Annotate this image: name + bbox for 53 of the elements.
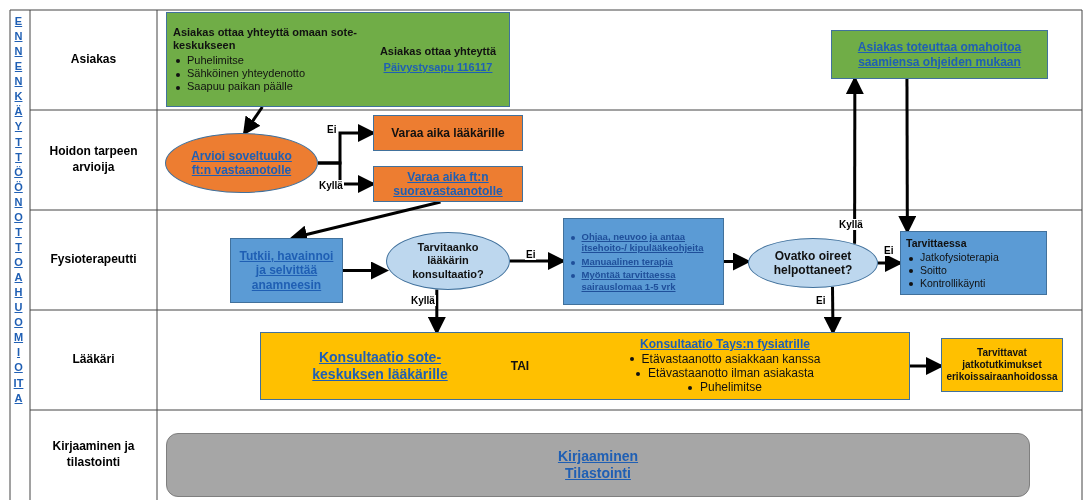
consultation-box: [260, 332, 910, 400]
referral-box: [941, 338, 1063, 392]
lane-heading: Kirjaaminen ja tilastointi: [51, 439, 136, 471]
box-heading: Asiakas ottaa yhteyttä omaan sote-keskukseen: [173, 25, 358, 52]
link-text: Tutkii, havainnoi ja selvittää anamneesin: [238, 248, 335, 293]
link-text: Arvioi soveltuuko ft:n vastaanotolle: [190, 148, 293, 178]
link-text: Asiakas toteuttaa omahoitoa saamiensa ohjeiden mukaan: [856, 40, 1023, 69]
booking-box: [373, 115, 523, 151]
bullet-item: Puhelimitse: [575, 380, 875, 395]
box-heading: Tarvittaessa: [906, 236, 968, 250]
arrow: [343, 261, 389, 280]
recording-box: [166, 433, 1030, 497]
box-heading: Tarvitaanko lääkärin konsultaatio?: [411, 241, 485, 281]
edge-label: Ei: [883, 245, 895, 256]
vertical-note: ENNEN KÄYTTÖÖNOTTOA HUOMIOITA: [13, 14, 24, 406]
bullet-item: Etävastaanotto asiakkaan kanssa: [575, 351, 875, 366]
edge-label: Ei: [815, 295, 827, 306]
lane-heading: Hoidon tarpeen arvioija: [48, 144, 139, 176]
edge-label: Kyllä: [410, 295, 436, 306]
booking-box: [373, 166, 523, 202]
bullet-item: Sähköinen yhteydenotto: [173, 67, 373, 81]
self-care-box: [831, 30, 1048, 79]
bullet-link: Myöntää tarvittaessa sairauslomaa 1-5 vrk: [567, 269, 720, 292]
lane-heading: Asiakas: [70, 52, 117, 68]
link-text: Varaa aika ft:n suoravastaanotolle: [392, 169, 504, 199]
edge-label: Ei: [326, 124, 338, 135]
bullet-item: Puhelimitse: [173, 53, 373, 68]
treatment-box: [563, 218, 724, 305]
bullet-link: Ohjaa, neuvoo ja antaa itsehoito-/ kipulääkeohjeita: [567, 231, 720, 254]
bullet-item: Kontrollikäynti: [906, 276, 1041, 290]
link-text: Päivystysapu 116117: [382, 61, 494, 75]
bullet-item: Etävastaanotto ilman asiakasta: [575, 366, 875, 381]
box-heading: TAI: [509, 358, 531, 374]
box-heading: Asiakas ottaa yhteyttä: [378, 44, 498, 58]
link-text: Kirjaaminen: [556, 448, 640, 465]
examination-box: [230, 238, 343, 303]
follow-up-box: [900, 231, 1047, 295]
link-text: Konsultaatio Tays:n fysiatrille: [639, 337, 811, 352]
bullet-item: Soitto: [906, 264, 1041, 277]
contact-box: [166, 12, 510, 107]
edge-label: Ei: [525, 249, 537, 260]
bullet-link: Manuaalinen terapia: [567, 255, 720, 268]
edge-label: Kyllä: [838, 219, 864, 230]
bullet-item: Saapuu paikan päälle: [173, 80, 373, 94]
bullet-item: Jatkofysioterapia: [906, 251, 1041, 264]
lane-heading: Lääkäri: [72, 352, 115, 368]
box-heading: Tarvittavat jatkotutkimukset erikoissairaanhoidossa: [945, 347, 1059, 383]
box-heading: Ovatko oireet helpottaneet?: [772, 248, 854, 278]
lane-heading: Fysioterapeutti: [50, 252, 137, 268]
link-text: Konsultaatio sote-keskuksen lääkärille: [311, 349, 449, 383]
link-text: Tilastointi: [564, 465, 632, 482]
box-heading: Varaa aika lääkärille: [390, 125, 506, 141]
edge-label: Kyllä: [318, 180, 344, 191]
